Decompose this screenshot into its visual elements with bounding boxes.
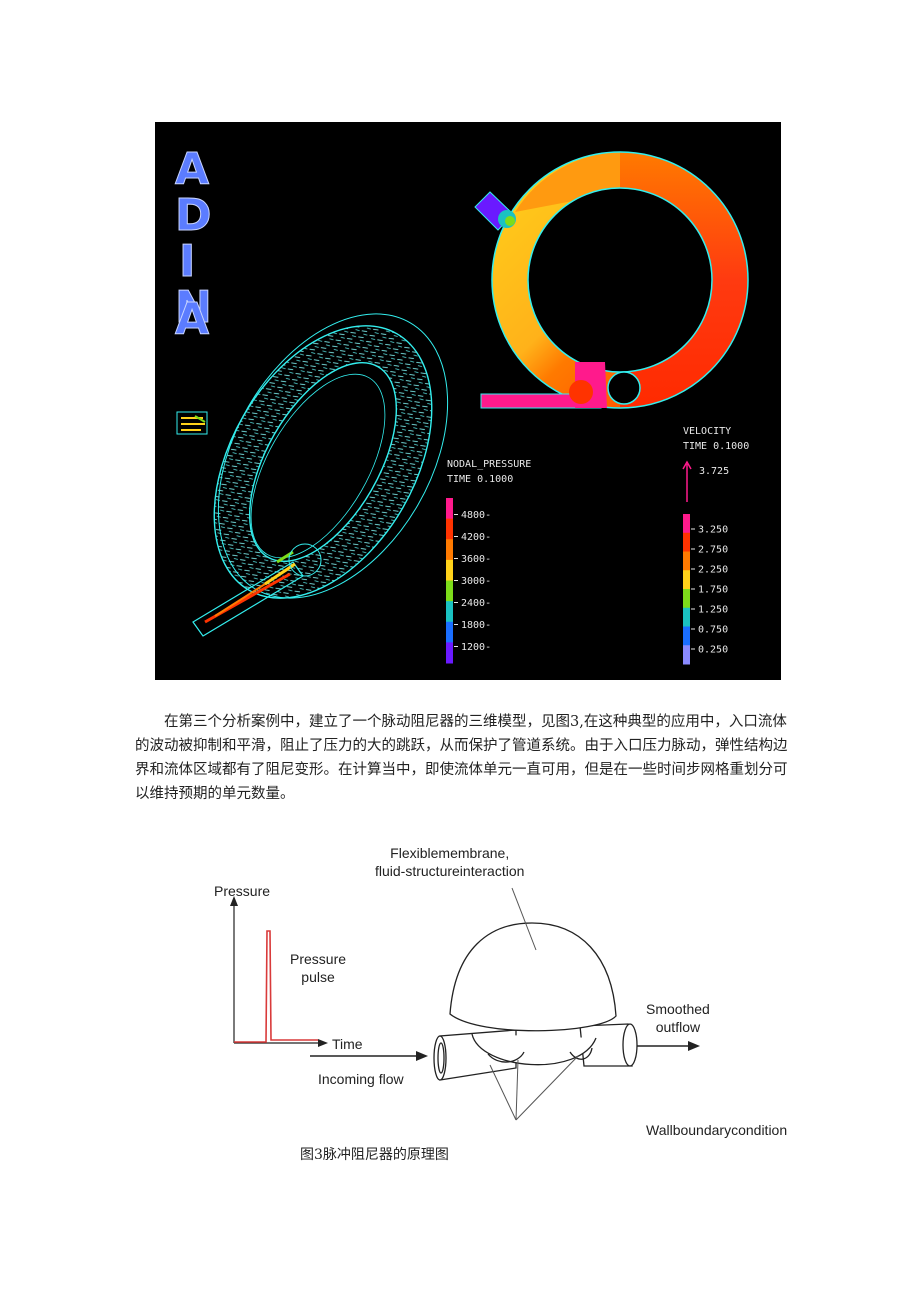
incoming-arrow-icon — [416, 1051, 428, 1061]
pressure-tick-label: 1800- — [461, 620, 491, 631]
pressure-pulse-label-line2: pulse — [301, 969, 335, 985]
simulation-render: A D I N A — [175, 144, 749, 665]
outflow-arrow-icon — [688, 1041, 700, 1051]
velocity-color-swatch — [683, 570, 690, 590]
pressure-tick-labels: 4800- 4200- 3600- 3000- 2400- 1800- 1200- — [454, 510, 491, 653]
logo-letter-a: A — [175, 144, 209, 195]
velocity-tick-label: 1.250 — [698, 605, 728, 616]
pressure-legend-title-2: TIME 0.1000 — [447, 474, 513, 485]
pulse-damper-schematic: Flexiblemembrane, fluid-structureinterac… — [200, 838, 820, 1138]
pressure-tick-label: 3600- — [461, 554, 491, 565]
pressure-pulse-label: Pressure pulse — [290, 950, 346, 986]
pressure-color-swatch — [446, 498, 453, 520]
pressure-tick-label: 3000- — [461, 576, 491, 587]
time-axis-label: Time — [332, 1036, 363, 1052]
pressure-legend: NODAL_PRESSURE TIME 0.1000 4800- 4200- 360… — [446, 459, 531, 664]
pressure-color-swatch — [446, 642, 453, 664]
pressure-axis-label: Pressure — [214, 883, 271, 899]
simulation-figure: A D I N A — [155, 122, 781, 680]
pressure-color-swatch — [446, 580, 453, 602]
adina-logo: A D I N A — [175, 144, 213, 346]
membrane-label: Flexiblemembrane, fluid-structureinterac… — [375, 844, 524, 880]
smoothed-outflow-line2: outflow — [655, 1019, 701, 1035]
pressure-color-swatch — [446, 621, 453, 643]
velocity-tick-label: 2.750 — [698, 545, 728, 556]
velocity-tick-label: 1.750 — [698, 585, 728, 596]
velocity-arrow-value: 3.725 — [699, 466, 729, 477]
velocity-legend-title-2: TIME 0.1000 — [683, 441, 749, 452]
pressure-tick-label: 2400- — [461, 598, 491, 609]
velocity-vector-ring — [176, 313, 449, 637]
velocity-color-bar — [683, 514, 690, 665]
logo-letter-a2: A — [175, 294, 209, 345]
pressure-color-swatch — [446, 559, 453, 581]
velocity-color-swatch — [683, 532, 690, 552]
membrane-label-line1: Flexiblemembrane, — [390, 845, 510, 861]
velocity-color-swatch — [683, 626, 690, 646]
velocity-color-swatch — [683, 607, 690, 627]
velocity-color-swatch — [683, 645, 690, 665]
velocity-tick-label: 0.250 — [698, 645, 728, 656]
pressure-tick-label: 1200- — [461, 642, 491, 653]
velocity-color-swatch — [683, 514, 690, 534]
pressure-tick-label: 4200- — [461, 532, 491, 543]
wall-boundary-label: Wallboundarycondition — [646, 1122, 788, 1138]
membrane-label-line2: fluid-structureinteraction — [375, 863, 525, 879]
incoming-flow-label: Incoming flow — [318, 1071, 404, 1087]
velocity-tick-label: 3.250 — [698, 525, 728, 536]
pressure-pulse-line — [234, 930, 318, 1043]
damper-body — [433, 922, 638, 1081]
pressure-color-swatch — [446, 539, 453, 561]
smoothed-outflow-line1: Smoothed — [646, 1001, 710, 1017]
schematic-drawing — [230, 887, 700, 1121]
velocity-tick-label: 0.750 — [698, 625, 728, 636]
logo-letter-i: I — [179, 236, 195, 287]
pressure-time-plot — [230, 896, 328, 1047]
velocity-legend: VELOCITY TIME 0.1000 3.725 3.250 2.750 2.2… — [682, 426, 749, 665]
pressure-ring — [474, 151, 749, 409]
figure-caption: 图3脉冲阻尼器的原理图 — [300, 1147, 449, 1163]
velocity-color-swatch — [683, 551, 690, 571]
pressure-color-swatch — [446, 518, 453, 540]
membrane-leader-line — [511, 887, 537, 951]
pressure-legend-title-1: NODAL_PRESSURE — [447, 459, 531, 470]
logo-letter-n: N — [175, 282, 212, 333]
velocity-legend-title-1: VELOCITY — [683, 426, 731, 437]
velocity-tick-labels: 3.250 2.750 2.250 1.750 1.250 0.750 0.250 — [691, 525, 728, 656]
body-paragraph: 在第三个分析案例中，建立了一个脉动阻尼器的三维模型，见图3,在这种典型的应用中，… — [135, 714, 788, 802]
velocity-tick-label: 2.250 — [698, 565, 728, 576]
pressure-color-bar — [446, 498, 453, 664]
pressure-color-swatch — [446, 601, 453, 623]
smoothed-outflow-label: Smoothed outflow — [646, 1000, 710, 1036]
pressure-tick-label: 4800- — [461, 510, 491, 521]
pressure-pulse-label-line1: Pressure — [290, 951, 347, 967]
velocity-color-swatch — [683, 589, 690, 609]
logo-letter-d: D — [175, 190, 212, 241]
